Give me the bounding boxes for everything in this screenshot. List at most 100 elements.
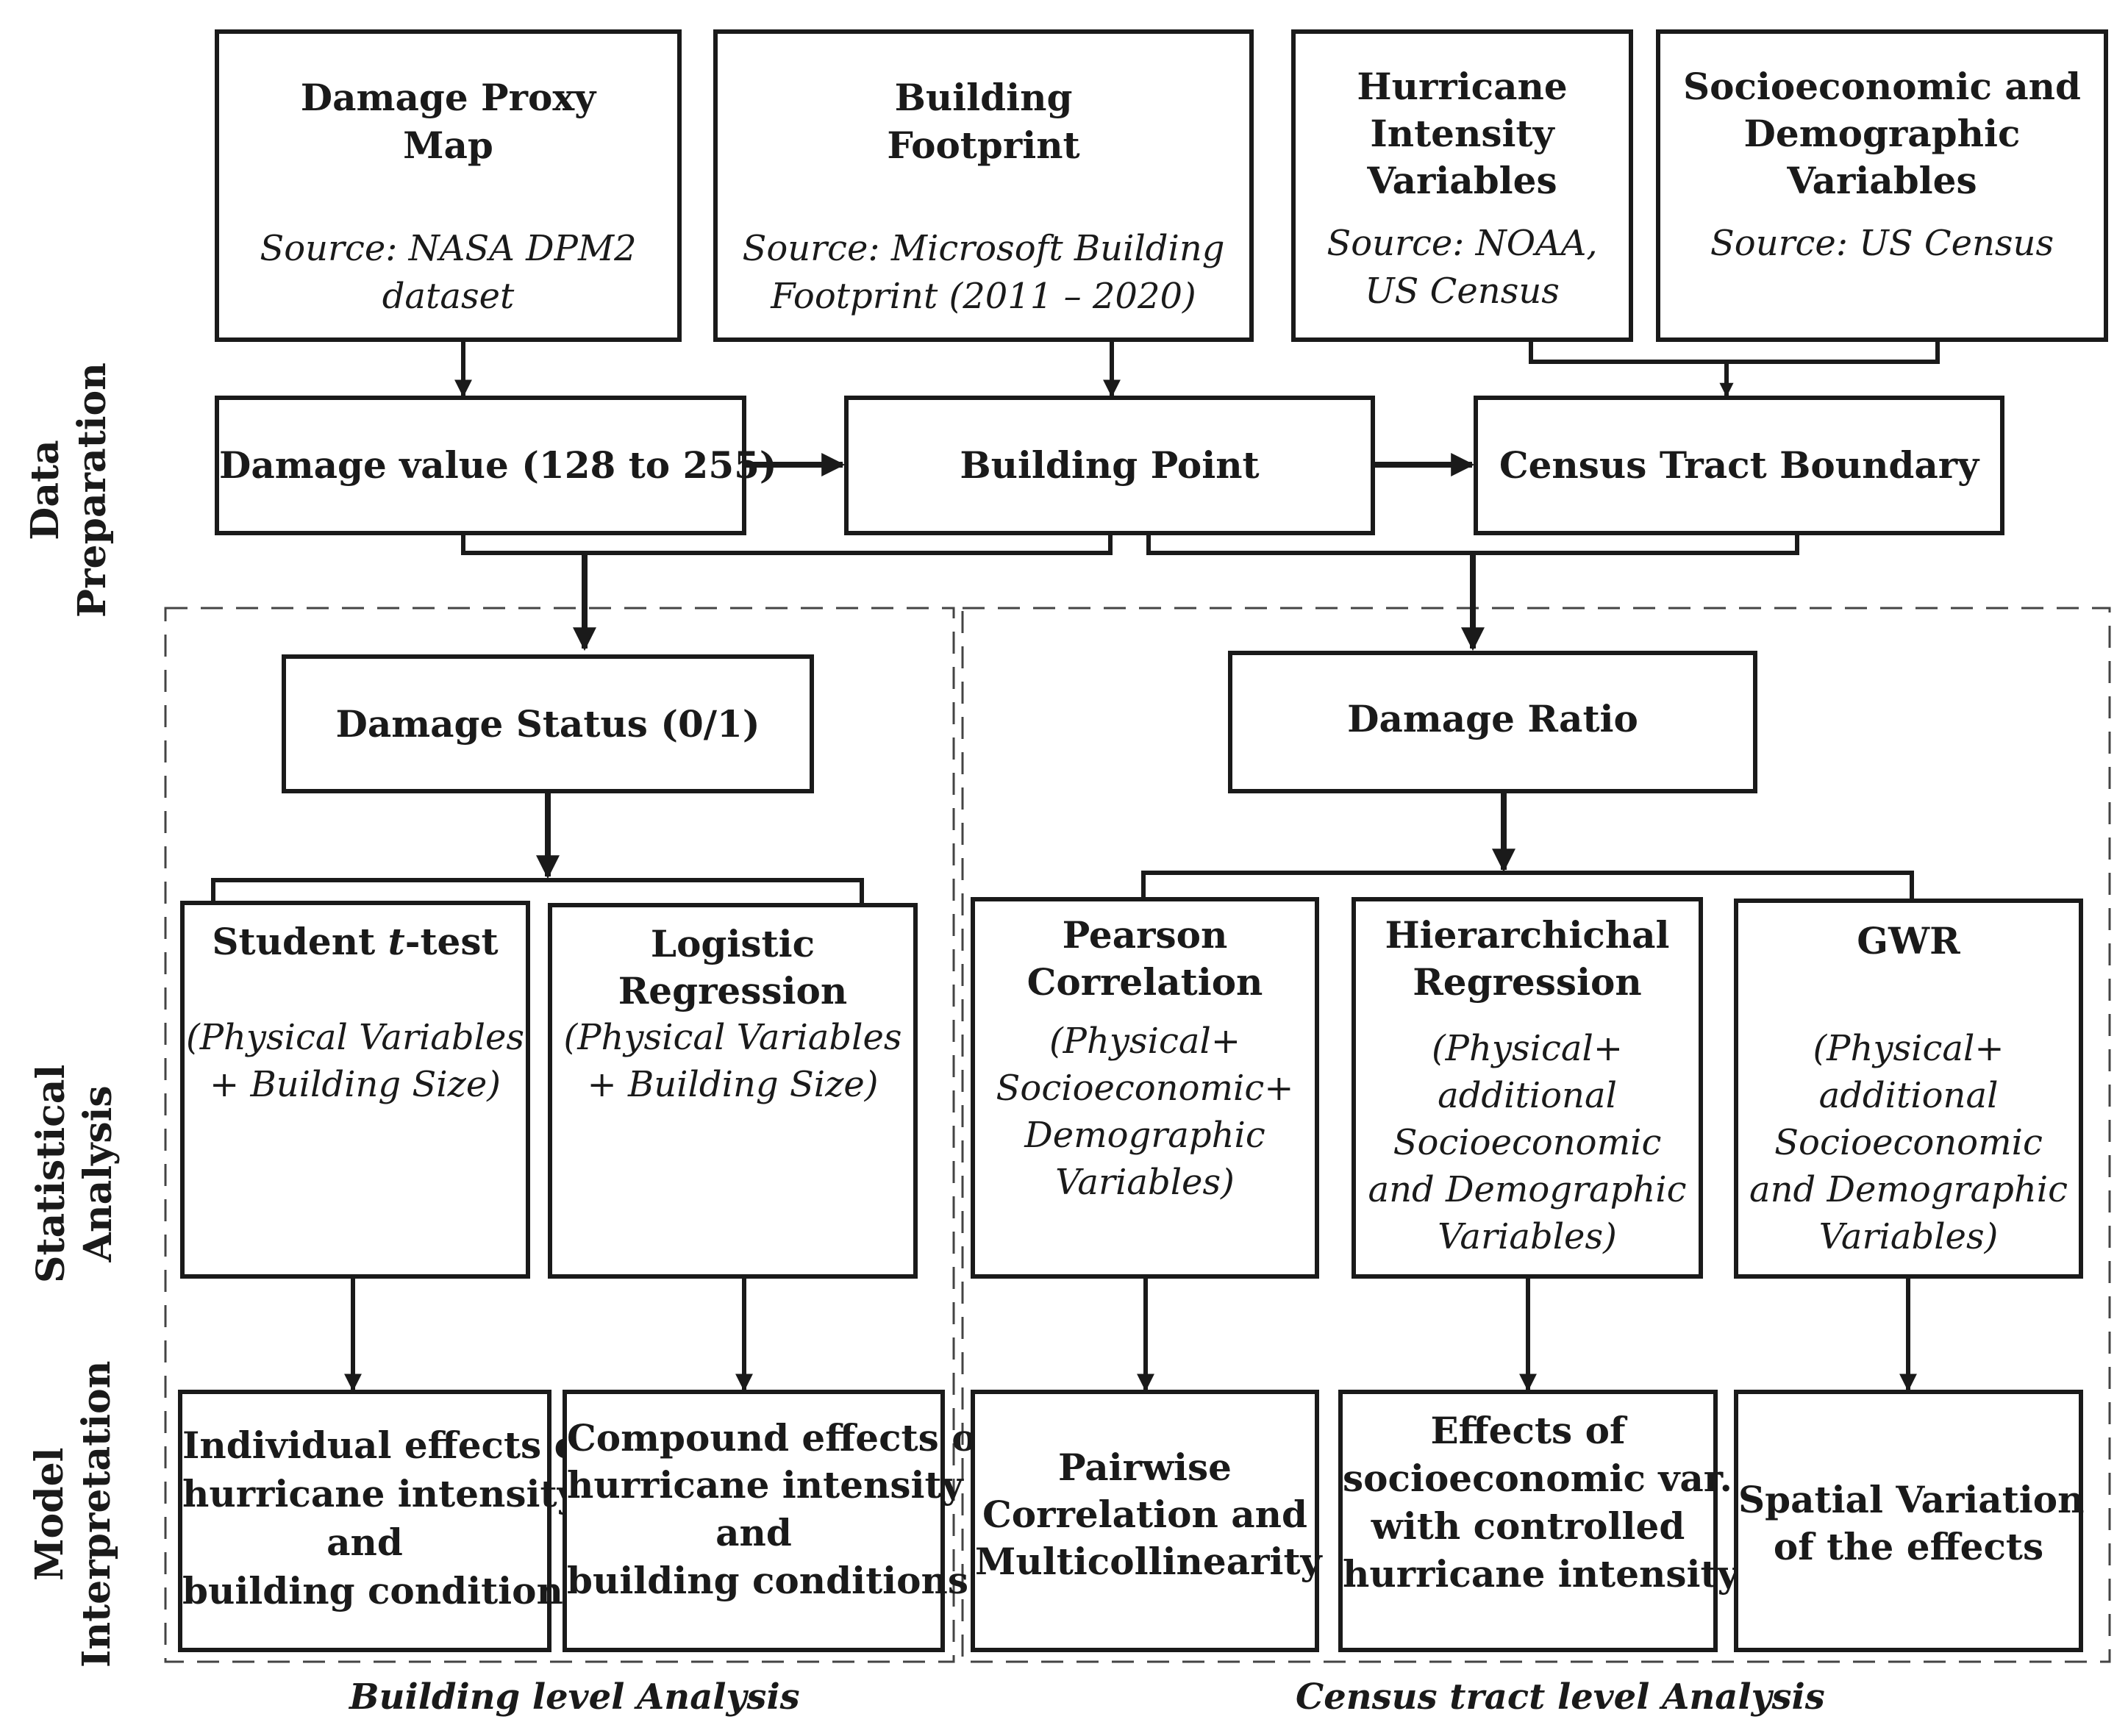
- section-label-line: Analysis: [76, 1085, 121, 1262]
- compound-effects-box: Compound effects of hurricane intensity …: [563, 1390, 993, 1652]
- pairwise-correlation-box: Pairwise Correlation and Multicollineari…: [971, 1390, 1322, 1652]
- box-title-line: socioeconomic var.: [1343, 1457, 1732, 1500]
- box-title-line: Hierarchichal: [1385, 913, 1670, 957]
- box-title-line: Building: [894, 76, 1073, 119]
- section-label-data-preparation: Data Preparation: [22, 362, 116, 618]
- box-sub-line: and Demographic: [1368, 1169, 1687, 1210]
- box-sub-line: + Building Size): [587, 1064, 879, 1105]
- box-sub-line: (Physical Variables: [563, 1017, 902, 1058]
- tract-level-region: [961, 607, 2111, 1663]
- box-title-line: hurricane intensity: [1343, 1552, 1739, 1596]
- box-sub-line: Socioeconomic+: [996, 1068, 1294, 1109]
- box-title-line: Multicollinearity: [975, 1540, 1322, 1583]
- bracket-tests: [211, 878, 864, 903]
- box-title-line: Damage Proxy: [300, 76, 596, 119]
- box-title-line: Individual effects of: [182, 1424, 595, 1467]
- box-title-line: Footprint: [887, 124, 1080, 167]
- source-hurricane-intensity: Hurricane Intensity Variables Source: NO…: [1291, 29, 1633, 342]
- section-label-line: Model: [27, 1447, 72, 1581]
- box-sub-line: Variables): [1818, 1216, 1999, 1257]
- box-title-line: Intensity: [1370, 112, 1554, 155]
- bracket-damage-building: [461, 533, 1113, 555]
- box-title-line: and: [715, 1511, 792, 1554]
- section-label-statistical-analysis: Statistical Analysis: [28, 1065, 122, 1283]
- census-tract-boundary-box: Census Tract Boundary: [1474, 396, 2004, 535]
- box-sub-line: (Physical+: [1431, 1028, 1624, 1069]
- box-title-line: Effects of: [1430, 1409, 1626, 1452]
- box-source-line: Source: NOAA,: [1327, 223, 1598, 264]
- box-sub-line: and Demographic: [1749, 1169, 2068, 1210]
- section-label-line: Preparation: [70, 362, 115, 618]
- section-label-line: Interpretation: [74, 1360, 119, 1668]
- box-title-line: with controlled: [1371, 1504, 1685, 1548]
- box-source-line: Source: NASA DPM2: [260, 228, 637, 269]
- ttest-title-part: -test: [404, 920, 499, 963]
- box-source-line: Source: Microsoft Building: [742, 228, 1225, 269]
- box-title-line: Pearson: [1062, 913, 1228, 957]
- damage-status-box: Damage Status (0/1): [282, 654, 814, 793]
- damage-value-box: Damage value (128 to 255): [215, 396, 777, 535]
- section-label-model-interpretation: Model Interpretation: [26, 1361, 121, 1668]
- box-sub-line: Variables): [1438, 1216, 1617, 1257]
- box-sub-line: + Building Size): [210, 1064, 501, 1105]
- box-title-line: Damage Status (0/1): [335, 702, 760, 746]
- box-source-line: Source: US Census: [1710, 223, 2054, 264]
- box-title-line: Damage value (128 to 255): [219, 443, 777, 487]
- box-source-line: dataset: [382, 276, 515, 317]
- box-title-line: Building Point: [960, 443, 1260, 487]
- building-level-region: [164, 607, 955, 1663]
- logistic-regression-box: Logistic Regression (Physical Variables …: [548, 903, 918, 1279]
- source-damage-proxy-map: Damage Proxy Map Source: NASA DPM2 datas…: [215, 29, 682, 342]
- ttest-title-t: t: [388, 920, 405, 963]
- box-title-line: Variables: [1787, 159, 1977, 202]
- box-sub-line: Variables): [1055, 1162, 1235, 1203]
- box-sub-line: Socioeconomic: [1393, 1122, 1662, 1163]
- box-title-line: Pairwise: [1058, 1446, 1232, 1489]
- box-title-line: and: [326, 1521, 403, 1564]
- box-title-line: building conditions: [567, 1559, 969, 1602]
- box-title-line: Map: [403, 124, 493, 167]
- box-title-line: Spatial Variation: [1738, 1478, 2085, 1521]
- box-title-line: Hurricane: [1357, 65, 1568, 108]
- caption-building-level: Building level Analysis: [349, 1676, 800, 1718]
- source-building-footprint: Building Footprint Source: Microsoft Bui…: [713, 29, 1254, 342]
- building-point-box: Building Point: [844, 396, 1375, 535]
- socioeconomic-effects-box: Effects of socioeconomic var. with contr…: [1338, 1390, 1739, 1652]
- source-socioeconomic-demographic: Socioeconomic and Demographic Variables …: [1656, 29, 2108, 342]
- gwr-box: GWR (Physical+ additional Socioeconomic …: [1734, 899, 2083, 1279]
- box-source-line: US Census: [1365, 271, 1560, 312]
- section-label-line: Statistical: [29, 1064, 74, 1283]
- box-source-line: Footprint (2011 – 2020): [771, 276, 1196, 317]
- box-title-line: Correlation and: [982, 1493, 1307, 1536]
- ttest-title-part: Student: [212, 920, 388, 963]
- student-ttest-box: Student t-test (Physical Variables + Bui…: [180, 901, 530, 1279]
- pearson-correlation-box: Pearson Correlation (Physical+ Socioecon…: [971, 897, 1319, 1279]
- box-title-line: hurricane intensity: [182, 1472, 579, 1515]
- box-title-line: Correlation: [1026, 960, 1263, 1004]
- box-title-line: Demographic: [1743, 112, 2021, 155]
- bracket-models: [1141, 871, 1914, 899]
- box-title-line: Variables: [1367, 159, 1557, 202]
- box-title-line: Logistic: [650, 922, 815, 965]
- bracket-hurricane-socio: [1529, 340, 1940, 364]
- bracket-building-census: [1146, 533, 1799, 555]
- box-title-line: of the effects: [1773, 1525, 2044, 1568]
- box-title-line: Regression: [618, 969, 848, 1012]
- box-title-line: Census Tract Boundary: [1499, 443, 1979, 487]
- box-sub-line: additional: [1818, 1075, 1999, 1116]
- box-title-line: hurricane intensity: [567, 1463, 963, 1507]
- box-sub-line: Demographic: [1024, 1115, 1265, 1156]
- box-title-line: Socioeconomic and: [1682, 65, 2081, 108]
- box-sub-line: (Physical+: [1813, 1028, 2004, 1069]
- box-title-line: building conditions: [182, 1569, 585, 1612]
- spatial-variation-box: Spatial Variation of the effects: [1734, 1390, 2085, 1652]
- box-title-line: Compound effects of: [567, 1416, 993, 1460]
- box-sub-line: additional: [1438, 1075, 1617, 1116]
- hierarchichal-regression-box: Hierarchichal Regression (Physical+ addi…: [1352, 897, 1703, 1279]
- ttest-title: Student t-test: [185, 918, 526, 965]
- box-sub-line: (Physical+: [1049, 1021, 1241, 1062]
- box-sub-line: (Physical Variables: [185, 1017, 525, 1058]
- section-label-line: Data: [23, 440, 68, 540]
- individual-effects-box: Individual effects of hurricane intensit…: [178, 1390, 595, 1652]
